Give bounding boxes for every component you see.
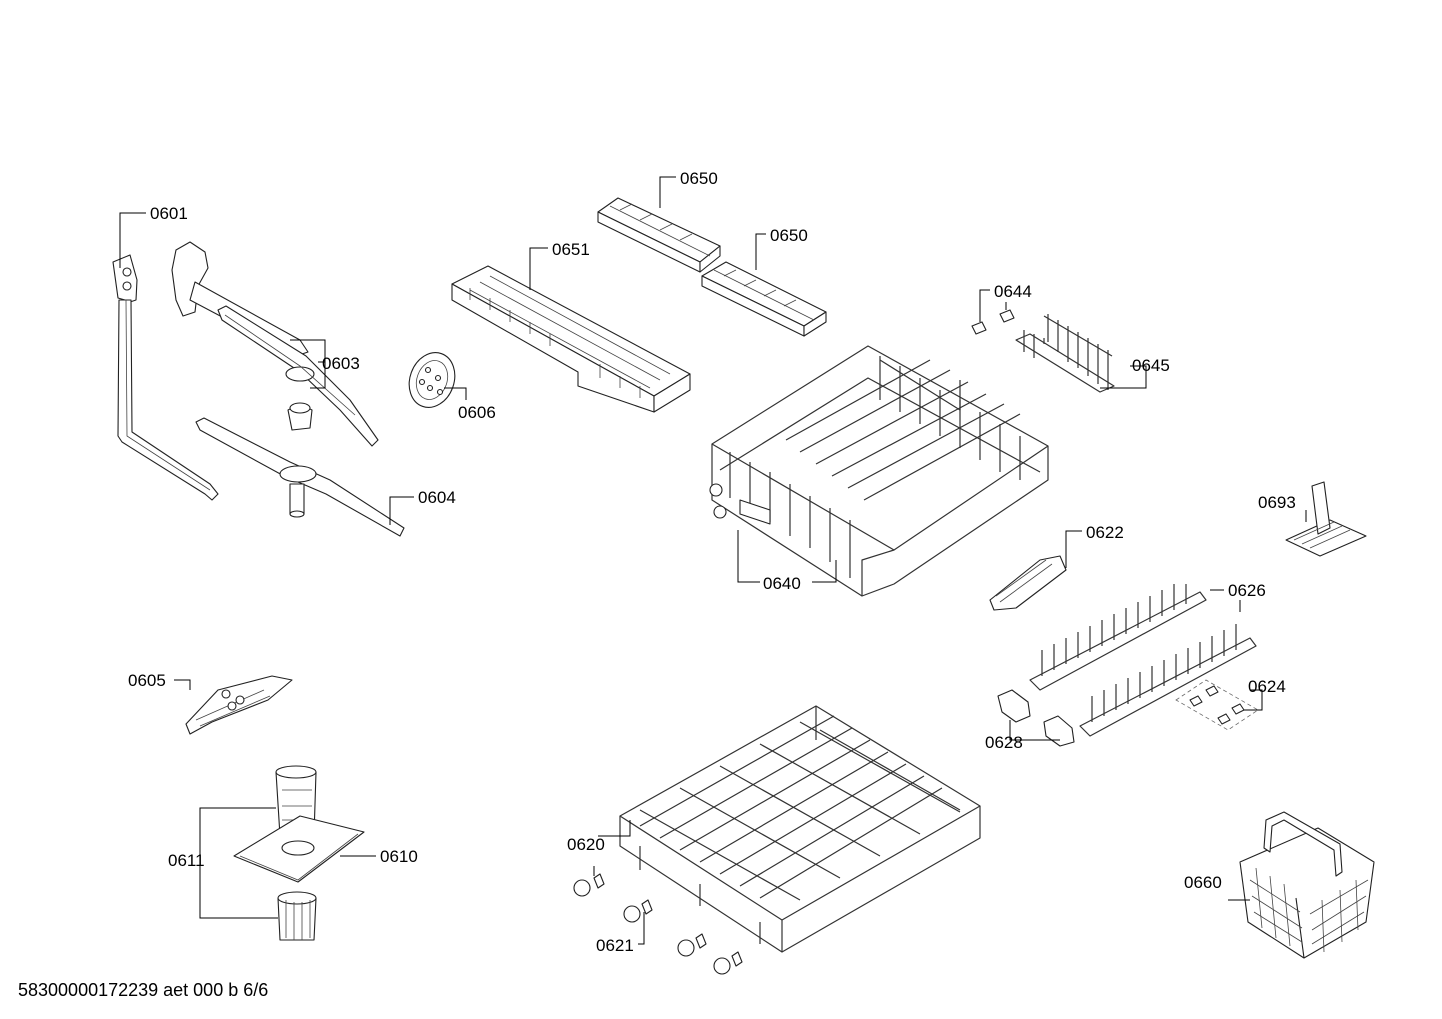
callout-0650b-label: 0650 bbox=[770, 226, 808, 245]
callout-0645-label: 0645 bbox=[1132, 356, 1170, 375]
callout-0604-label: 0604 bbox=[418, 488, 456, 507]
callout-0601-label: 0601 bbox=[150, 204, 188, 223]
callout-0622: 0622 bbox=[1065, 523, 1124, 568]
part-0693-stand bbox=[1285, 481, 1367, 557]
callout-0693: 0693 bbox=[1258, 493, 1307, 522]
part-0604-lower-spray-arm bbox=[195, 417, 405, 537]
callout-0624-label: 0624 bbox=[1248, 677, 1286, 696]
callout-0660: 0660 bbox=[1184, 873, 1250, 901]
callout-0620: 0620 bbox=[567, 820, 631, 876]
callout-0660-label: 0660 bbox=[1184, 873, 1222, 892]
part-0628-brackets bbox=[997, 689, 1075, 747]
callout-0645: 0645 bbox=[1100, 356, 1170, 389]
callout-0651: 0651 bbox=[529, 240, 590, 290]
callout-0610-label: 0610 bbox=[380, 847, 418, 866]
part-0651-cutlery-tray bbox=[451, 265, 691, 413]
callout-0693-label: 0693 bbox=[1258, 493, 1296, 512]
callout-0626-label: 0626 bbox=[1228, 581, 1266, 600]
part-0640-upper-basket bbox=[709, 345, 1049, 597]
part-0650-insert-b bbox=[701, 261, 827, 337]
part-0624-kit bbox=[1175, 679, 1259, 731]
callout-0650a: 0650 bbox=[659, 169, 718, 208]
part-0644-clips bbox=[971, 309, 1015, 335]
callout-0610: 0610 bbox=[340, 847, 418, 866]
callout-0644-label: 0644 bbox=[994, 282, 1032, 301]
part-0621-wheels bbox=[623, 899, 743, 975]
part-0660-cutlery-basket bbox=[1239, 811, 1375, 959]
part-0620-wheels bbox=[573, 873, 605, 897]
callout-0606: 0606 bbox=[444, 387, 496, 422]
callout-0606-label: 0606 bbox=[458, 403, 496, 422]
callout-0601: 0601 bbox=[119, 204, 188, 268]
callout-0628: 0628 bbox=[985, 720, 1060, 752]
callout-0650b: 0650 bbox=[755, 226, 808, 270]
document-reference-footer: 58300000172239 aet 000 b 6/6 bbox=[18, 980, 269, 1000]
callout-0644: 0644 bbox=[979, 282, 1032, 322]
callout-0640-label: 0640 bbox=[763, 574, 801, 593]
part-0645-cup-shelf bbox=[1015, 314, 1115, 393]
part-0650-insert-a bbox=[597, 197, 721, 273]
part-0626-plate-racks bbox=[1029, 584, 1257, 737]
part-0610-flat-filter bbox=[233, 815, 365, 883]
callout-0622-label: 0622 bbox=[1086, 523, 1124, 542]
callout-0624: 0624 bbox=[1244, 677, 1286, 711]
callout-0603-label: 0603 bbox=[322, 354, 360, 373]
callout-0621-label: 0621 bbox=[596, 936, 634, 955]
callout-0611: 0611 bbox=[168, 807, 278, 919]
part-lower-basket bbox=[619, 705, 981, 953]
part-0605-strainer bbox=[185, 675, 293, 735]
callout-0620-label: 0620 bbox=[567, 835, 605, 854]
callout-0640: 0640 bbox=[737, 530, 837, 593]
callout-0650a-label: 0650 bbox=[680, 169, 718, 188]
callout-0611-label: 0611 bbox=[168, 851, 205, 870]
callout-0605: 0605 bbox=[128, 671, 191, 690]
callout-0605-label: 0605 bbox=[128, 671, 166, 690]
callout-0621: 0621 bbox=[596, 912, 645, 955]
callout-0603: 0603 bbox=[290, 339, 360, 389]
part-0601-feed-pipe bbox=[112, 254, 219, 501]
part-0622-holder bbox=[989, 555, 1067, 611]
callout-0626: 0626 bbox=[1210, 581, 1266, 612]
callout-0651-label: 0651 bbox=[552, 240, 590, 259]
part-0603-upper-spray-arm bbox=[171, 241, 379, 447]
part-0606-disc bbox=[408, 352, 456, 408]
callout-0628-label: 0628 bbox=[985, 733, 1023, 752]
callout-0604: 0604 bbox=[389, 488, 456, 525]
